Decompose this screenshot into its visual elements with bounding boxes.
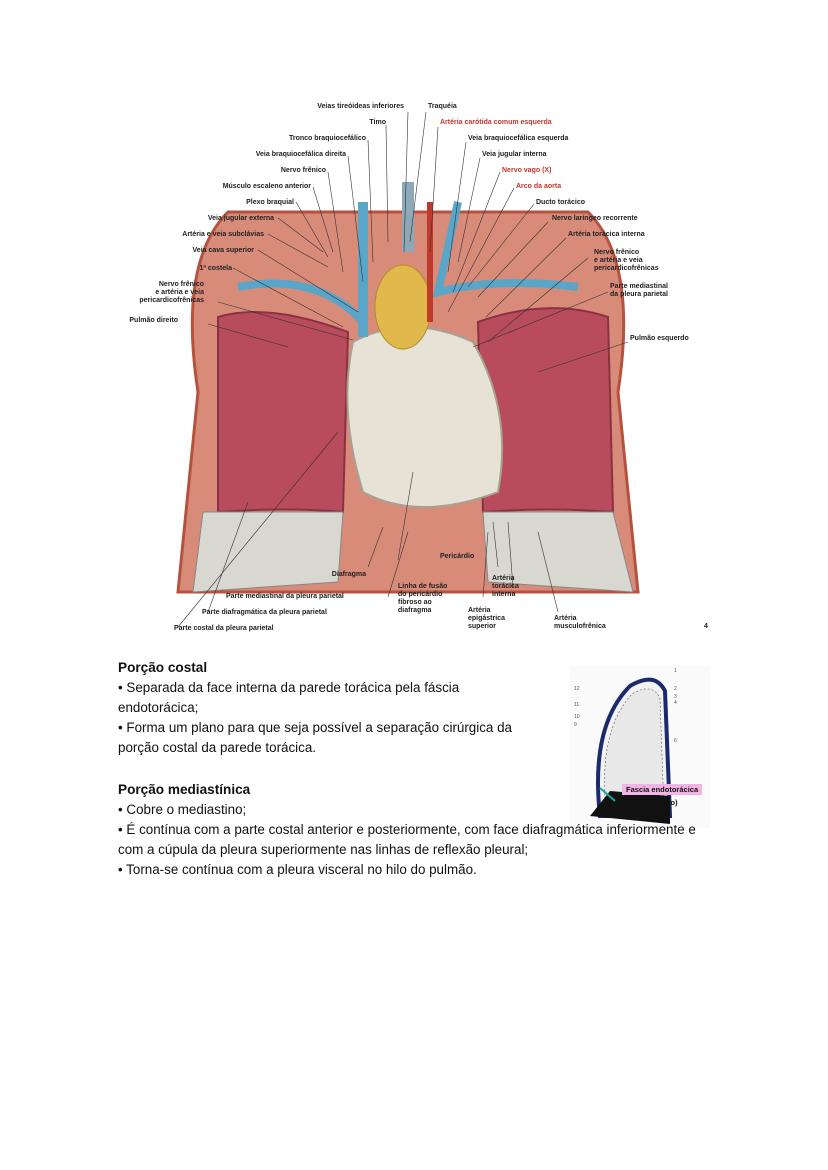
thorax-anatomy-figure: Veias tireóideas inferiores Timo Tronco … — [118, 92, 716, 644]
label-int-thoracic-1: Artéria — [492, 575, 515, 582]
section-mediastinal-bullet: Torna-se contínua com a pleura visceral … — [118, 860, 718, 880]
pericardium — [346, 326, 504, 508]
label-left-brachiocephalic-vein: Veia braquiocefálica esquerda — [468, 135, 568, 142]
label-anterior-scalene: Músculo escaleno anterior — [223, 183, 312, 190]
inset-number: 11 — [574, 702, 579, 708]
inset-number: 4 — [674, 700, 677, 706]
label-subclavian: Artéria e veia subclávias — [182, 231, 264, 238]
label-fusion-line-4: diafragma — [398, 607, 432, 614]
label-mediastinal-pleura-2: da pleura parietal — [610, 291, 668, 298]
label-external-jugular: Veia jugular externa — [208, 215, 274, 222]
label-musculophrenic-1: Artéria — [554, 615, 577, 622]
label-fusion-line-1: Linha de fusão — [398, 583, 447, 590]
inset-number: 12 — [574, 686, 580, 692]
label-phrenic-nerve: Nervo frênico — [281, 167, 326, 174]
label-trachea: Traquéia — [428, 103, 457, 110]
inset-number: 1 — [674, 668, 677, 674]
brachiocephalic-vein-left — [432, 201, 579, 298]
section-costal-bullet: Forma um plano para que seja possível a … — [118, 718, 538, 758]
inset-number: 10 — [574, 714, 580, 720]
label-musculophrenic-2: musculofrênica — [554, 623, 606, 630]
label-recurrent-laryngeal: Nervo laríngeo recorrente — [552, 215, 638, 222]
label-epigastric-3: superior — [468, 623, 496, 630]
label-first-rib: 1ª costela — [199, 265, 232, 272]
section-costal-title: Porção costal — [118, 660, 208, 675]
label-phrenic-nerve-left-1: Nervo frênico — [159, 281, 204, 288]
section-mediastinal-bullet: Cobre o mediastino; — [118, 800, 718, 820]
section-costal: Porção costal Separada da face interna d… — [118, 658, 538, 758]
inset-number: 2 — [674, 686, 677, 692]
label-right-brachiocephalic-vein: Veia braquiocefálica direita — [256, 151, 346, 158]
inset-number: 9 — [574, 722, 577, 728]
label-fusion-line-2: do pericárdio — [398, 591, 442, 598]
label-phrenic-right-2: e artéria e veia — [594, 257, 643, 264]
section-mediastinal-title: Porção mediastínica — [118, 782, 251, 797]
label-right-lung: Pulmão direito — [129, 317, 178, 324]
label-superior-vena-cava: Veia cava superior — [193, 247, 255, 254]
section-costal-bullet: Separada da face interna da parede torác… — [118, 678, 538, 718]
label-pericardium: Pericárdio — [440, 553, 474, 560]
label-brachiocephalic-trunk: Tronco braquiocefálico — [289, 135, 366, 142]
figure-page-marker: 4 — [704, 623, 708, 630]
label-fusion-line-3: fibroso ao — [398, 599, 432, 606]
section-mediastinal-bullet: É contínua com a parte costal anterior e… — [118, 820, 718, 860]
label-thoracic-duct: Ducto torácico — [536, 199, 585, 206]
label-diaphragmatic-part: Parte diafragmática da pleura parietal — [202, 609, 327, 616]
label-internal-thoracic-artery: Artéria torácica interna — [568, 231, 645, 238]
label-internal-jugular: Veia jugular interna — [482, 151, 547, 158]
label-thymus: Timo — [369, 119, 386, 126]
label-phrenic-nerve-left-3: pericardicofrênicas — [139, 297, 204, 304]
thymus — [374, 264, 432, 350]
right-pleura-base — [192, 511, 344, 593]
label-int-thoracic-2: torácica — [492, 583, 519, 590]
label-common-carotid: Artéria carótida comum esquerda — [440, 119, 552, 126]
label-costal-part: Parte costal da pleura parietal — [174, 625, 274, 632]
left-pleura-base — [482, 511, 634, 593]
inset-number: 3 — [674, 694, 677, 700]
label-vagus-nerve: Nervo vago (X) — [502, 167, 551, 174]
section-mediastinal: Porção mediastínica Cobre o mediastino; … — [118, 780, 718, 880]
inset-label: Fascia endotorácica — [622, 784, 703, 795]
label-diaphragm: Diafragma — [332, 571, 366, 578]
label-epigastric-2: epigástrica — [468, 615, 505, 622]
label-aortic-arch: Arco da aorta — [516, 183, 561, 190]
label-left-lung: Pulmão esquerdo — [630, 335, 689, 342]
label-phrenic-nerve-left-2: e artéria e veia — [155, 289, 204, 296]
label-phrenic-right-1: Nervo frênico — [594, 249, 639, 256]
label-mediastinal-pleura-1: Parte mediastinal — [610, 283, 668, 290]
right-lung — [217, 311, 350, 514]
label-epigastric-1: Artéria — [468, 607, 491, 614]
label-thyroid-veins: Veias tireóideas inferiores — [317, 103, 404, 110]
label-phrenic-right-3: pericardicofrênicas — [594, 265, 659, 272]
brachiocephalic-vein-right — [237, 279, 366, 325]
label-int-thoracic-3: interna — [492, 591, 515, 598]
label-mediastinal-part: Parte mediastinal da pleura parietal — [226, 593, 344, 600]
label-brachial-plexus: Plexo braquial — [246, 199, 294, 206]
inset-number: 6 — [674, 738, 677, 744]
lung-inner — [604, 688, 665, 812]
